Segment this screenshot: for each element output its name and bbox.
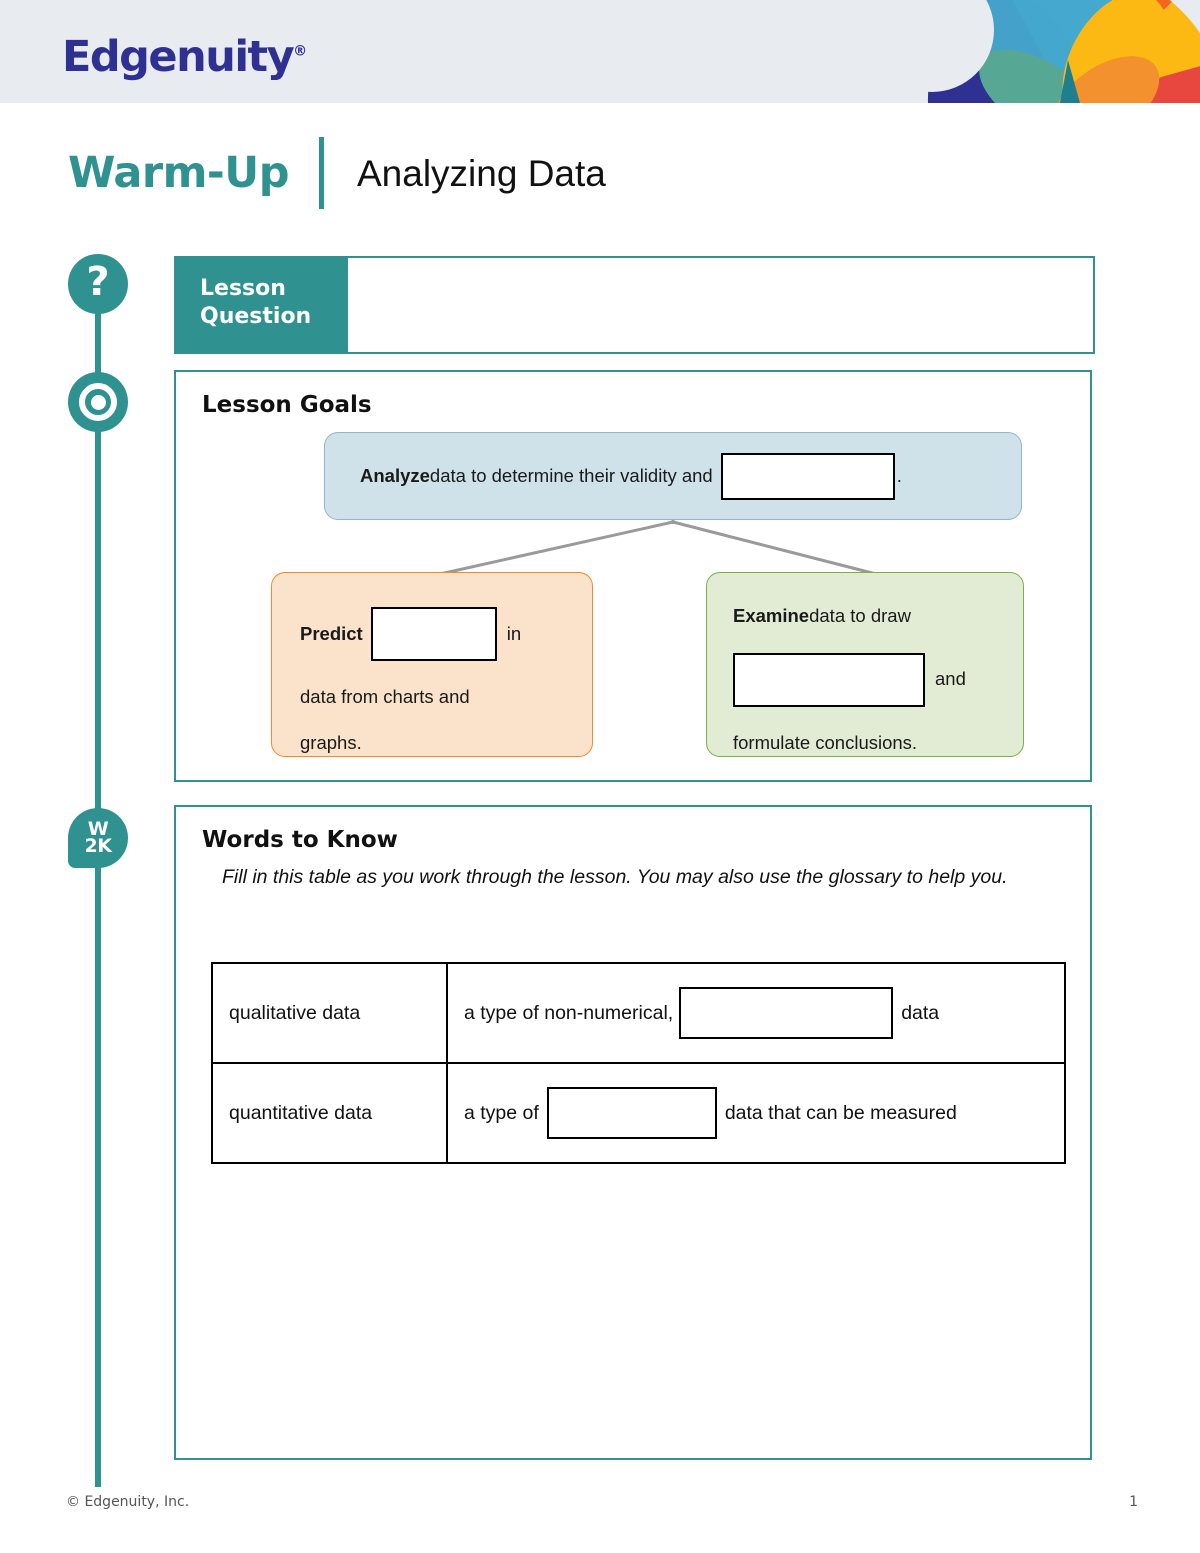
words-to-know-heading: Words to Know (202, 827, 398, 853)
lesson-question-label-line2: Question (200, 303, 312, 329)
goal-primary-blank[interactable] (720, 452, 895, 500)
pinwheel-decoration-icon (920, 0, 1200, 103)
w2k-line1: W (87, 817, 109, 840)
goal-left-text-after-blank: in (506, 622, 522, 644)
goal-primary-text-after: . (896, 464, 902, 486)
goal-primary-text: Analyze data to determine their validity… (360, 452, 902, 500)
goal-left-line1: Predict in (300, 607, 592, 661)
definition-before: a type of (464, 1101, 539, 1124)
goal-right-text-after-blank: and (935, 668, 966, 690)
words-to-know-table: qualitative data a type of non-numerical… (211, 962, 1066, 1164)
lesson-question-label-line1: Lesson (200, 276, 286, 301)
definition-content: a type of data that can be measured (464, 1087, 1064, 1139)
lesson-question-answer-field[interactable] (348, 258, 1093, 352)
term-cell: qualitative data (211, 962, 448, 1064)
w2k-line2: 2K (84, 835, 112, 857)
definition-cell: a type of non-numerical, data (446, 962, 1066, 1064)
lesson-question-label: Lesson Question (176, 258, 348, 352)
w2k-glyph: W 2K (84, 817, 112, 857)
brand-wordmark: Edgenuity (62, 32, 295, 82)
goal-primary-keyword: Analyze (360, 464, 430, 486)
page-footer: © Edgenuity, Inc. 1 (66, 1494, 1138, 1510)
goal-left-keyword: Predict (300, 622, 363, 644)
definition-after: data (901, 1001, 940, 1024)
lesson-goals-panel: Lesson Goals Analyze data to determine t… (174, 370, 1092, 782)
goal-right-blank[interactable] (733, 652, 925, 707)
table-row: qualitative data a type of non-numerical… (211, 962, 1066, 1064)
target-icon (68, 372, 128, 432)
question-mark-glyph: ? (86, 259, 110, 305)
definition-cell: a type of data that can be measured (446, 1062, 1066, 1164)
timeline-rail (95, 282, 101, 1487)
words-to-know-panel: Words to Know Fill in this table as you … (174, 805, 1092, 1460)
goal-right-line1: Examine data to draw (733, 605, 1023, 626)
goal-right-line2: and (733, 652, 1023, 707)
title-divider (318, 137, 324, 209)
footer-copyright: © Edgenuity, Inc. (66, 1494, 190, 1510)
goal-primary-text-before: data to determine their validity and (429, 464, 713, 486)
edgenuity-logo: Edgenuity® (62, 36, 307, 79)
table-row: quantitative data a type of data that can… (211, 1062, 1066, 1164)
lesson-goals-heading: Lesson Goals (202, 392, 372, 418)
goal-right-box: Examine data to draw and formulate concl… (706, 572, 1024, 757)
goal-right-keyword: Examine (733, 605, 810, 626)
page-title: Warm-Up Analyzing Data (68, 137, 606, 209)
goal-left-line3: graphs. (300, 731, 362, 753)
brand-trademark-icon: ® (293, 43, 308, 60)
goal-primary-box: Analyze data to determine their validity… (324, 432, 1022, 520)
footer-page-number: 1 (1129, 1494, 1138, 1510)
goal-right-text-after-keyword: data to draw (809, 605, 911, 626)
definition-before: a type of non-numerical, (464, 1001, 674, 1024)
goal-left-line2: data from charts and (300, 686, 470, 707)
lesson-question-panel: Lesson Question (174, 256, 1095, 354)
term-cell: quantitative data (211, 1062, 448, 1164)
definition-after: data that can be measured (724, 1101, 957, 1124)
target-ring-inner (90, 394, 106, 410)
goal-left-box: Predict in data from charts and graphs. (271, 572, 593, 757)
words-to-know-icon: W 2K (68, 808, 128, 868)
goal-left-blank[interactable] (370, 607, 497, 661)
target-ring-outer (79, 383, 117, 421)
goal-right-line3: formulate conclusions. (733, 731, 918, 753)
words-to-know-instructions: Fill in this table as you work through t… (222, 866, 1008, 888)
definition-blank[interactable] (679, 987, 894, 1039)
question-mark-icon: ? (68, 254, 128, 314)
definition-blank[interactable] (546, 1087, 717, 1139)
title-eyebrow: Warm-Up (68, 147, 289, 198)
title-lesson-name: Analyzing Data (356, 152, 606, 194)
definition-content: a type of non-numerical, data (464, 987, 1064, 1039)
